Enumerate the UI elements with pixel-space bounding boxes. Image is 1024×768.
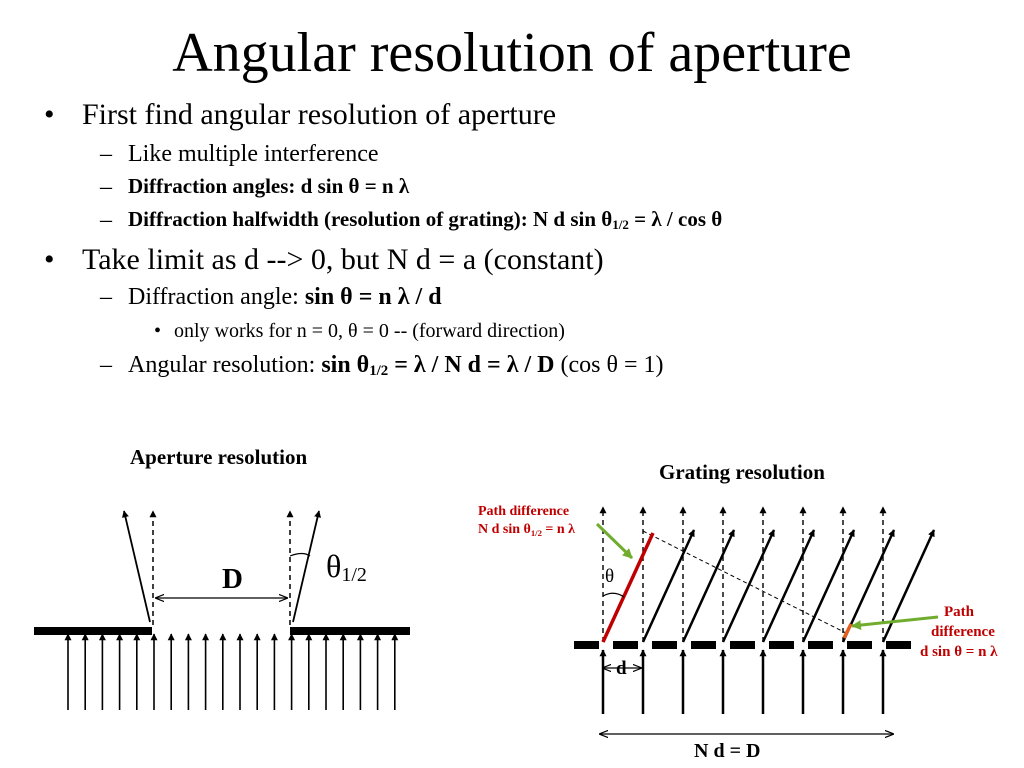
- bullet-text-bold: sin θ: [321, 352, 370, 378]
- bullet-text-bold: sin θ = n λ / d: [304, 284, 442, 310]
- bullet-text: Diffraction halfwidth (resolution of gra…: [128, 207, 613, 231]
- bullet-text: Diffraction angle:: [128, 284, 305, 310]
- bullet-like-multiple: Like multiple interference: [128, 141, 379, 167]
- formula-tail: = n λ: [541, 522, 576, 537]
- aperture-angle-arc: [289, 552, 311, 557]
- grating-nd-label: N d = D: [694, 740, 761, 762]
- grating-caption: Grating resolution: [659, 460, 825, 484]
- aperture-left-ray: [122, 510, 151, 623]
- theta-symbol: θ: [326, 548, 342, 584]
- bullet-marker: –: [100, 141, 112, 167]
- bullet-diffraction-halfwidth: Diffraction halfwidth (resolution of gra…: [128, 207, 722, 232]
- grating-diffracted-ray: [801, 529, 856, 643]
- path-difference-label-2b: difference: [931, 624, 995, 640]
- green-pointer-2: [851, 615, 939, 631]
- green-pointer-1: [595, 522, 634, 560]
- bullet-diffraction-angles: Diffraction angles: d sin θ = n λ: [128, 174, 409, 199]
- grating-diffracted-ray: [761, 529, 816, 643]
- bullet-marker: –: [100, 352, 112, 378]
- bullet-take-limit: Take limit as d --> 0, but N d = a (cons…: [82, 243, 604, 276]
- red-path-difference-long: [601, 532, 655, 643]
- bullet-only-works: only works for n = 0, θ = 0 -- (forward …: [174, 320, 565, 342]
- grating-diffracted-ray: [881, 529, 936, 643]
- path-difference-label-2a: Path: [944, 604, 974, 620]
- wavefront-line: [642, 530, 847, 634]
- bullet-first-find: First find angular resolution of apertur…: [82, 98, 557, 131]
- formula-text: N d sin θ: [478, 522, 531, 537]
- aperture-figure: [34, 510, 410, 710]
- bullet-text: Angular resolution:: [128, 352, 322, 378]
- incoming-rays: [64, 633, 399, 710]
- bullet-text-tail: = λ / cos θ: [628, 207, 723, 231]
- bullet-diffraction-angle: Diffraction angle: sin θ = n λ / d: [128, 284, 442, 311]
- bullet-marker: •: [154, 320, 162, 342]
- aperture-screen-right: [290, 627, 410, 635]
- bullet-marker: •: [44, 243, 55, 276]
- path-difference-label-1: Path difference: [478, 504, 570, 519]
- path-difference-formula-2: d sin θ = n λ: [920, 644, 998, 660]
- grating-figure: [574, 506, 939, 734]
- path-difference-formula-1: N d sin θ1/2 = n λ: [478, 522, 575, 538]
- bullet-marker: •: [44, 98, 55, 131]
- grating-angle-arc: [602, 592, 625, 598]
- aperture-caption: Aperture resolution: [130, 445, 308, 469]
- grating-diffracted-ray: [641, 529, 696, 643]
- grating-diffracted-ray: [681, 529, 736, 643]
- red-path-difference-short: [842, 623, 853, 639]
- bullet-marker: –: [100, 284, 112, 310]
- grating-theta-label: θ: [605, 566, 615, 587]
- slide-title: Angular resolution of aperture: [172, 22, 852, 84]
- bullet-text-tail: (cos θ = 1): [554, 352, 664, 378]
- grating-rays: [599, 506, 936, 714]
- bullet-marker: –: [100, 207, 112, 233]
- aperture-right-ray: [292, 510, 321, 623]
- subscript: 1/2: [530, 528, 542, 538]
- aperture-theta-label: θ1/2: [326, 548, 367, 585]
- aperture-d-label: D: [222, 563, 243, 595]
- subscript: 1/2: [369, 363, 389, 379]
- aperture-screen-left: [34, 627, 152, 635]
- bullet-text-bold-tail: = λ / N d = λ / D: [388, 352, 555, 378]
- theta-subscript: 1/2: [341, 564, 367, 586]
- bullet-text: Diffraction angles: d sin θ = n λ: [128, 174, 410, 198]
- bullet-angular-resolution: Angular resolution: sin θ1/2 = λ / N d =…: [128, 352, 664, 379]
- subscript: 1/2: [612, 217, 629, 232]
- bullet-marker: –: [100, 174, 112, 200]
- grating-diffracted-ray: [721, 529, 776, 643]
